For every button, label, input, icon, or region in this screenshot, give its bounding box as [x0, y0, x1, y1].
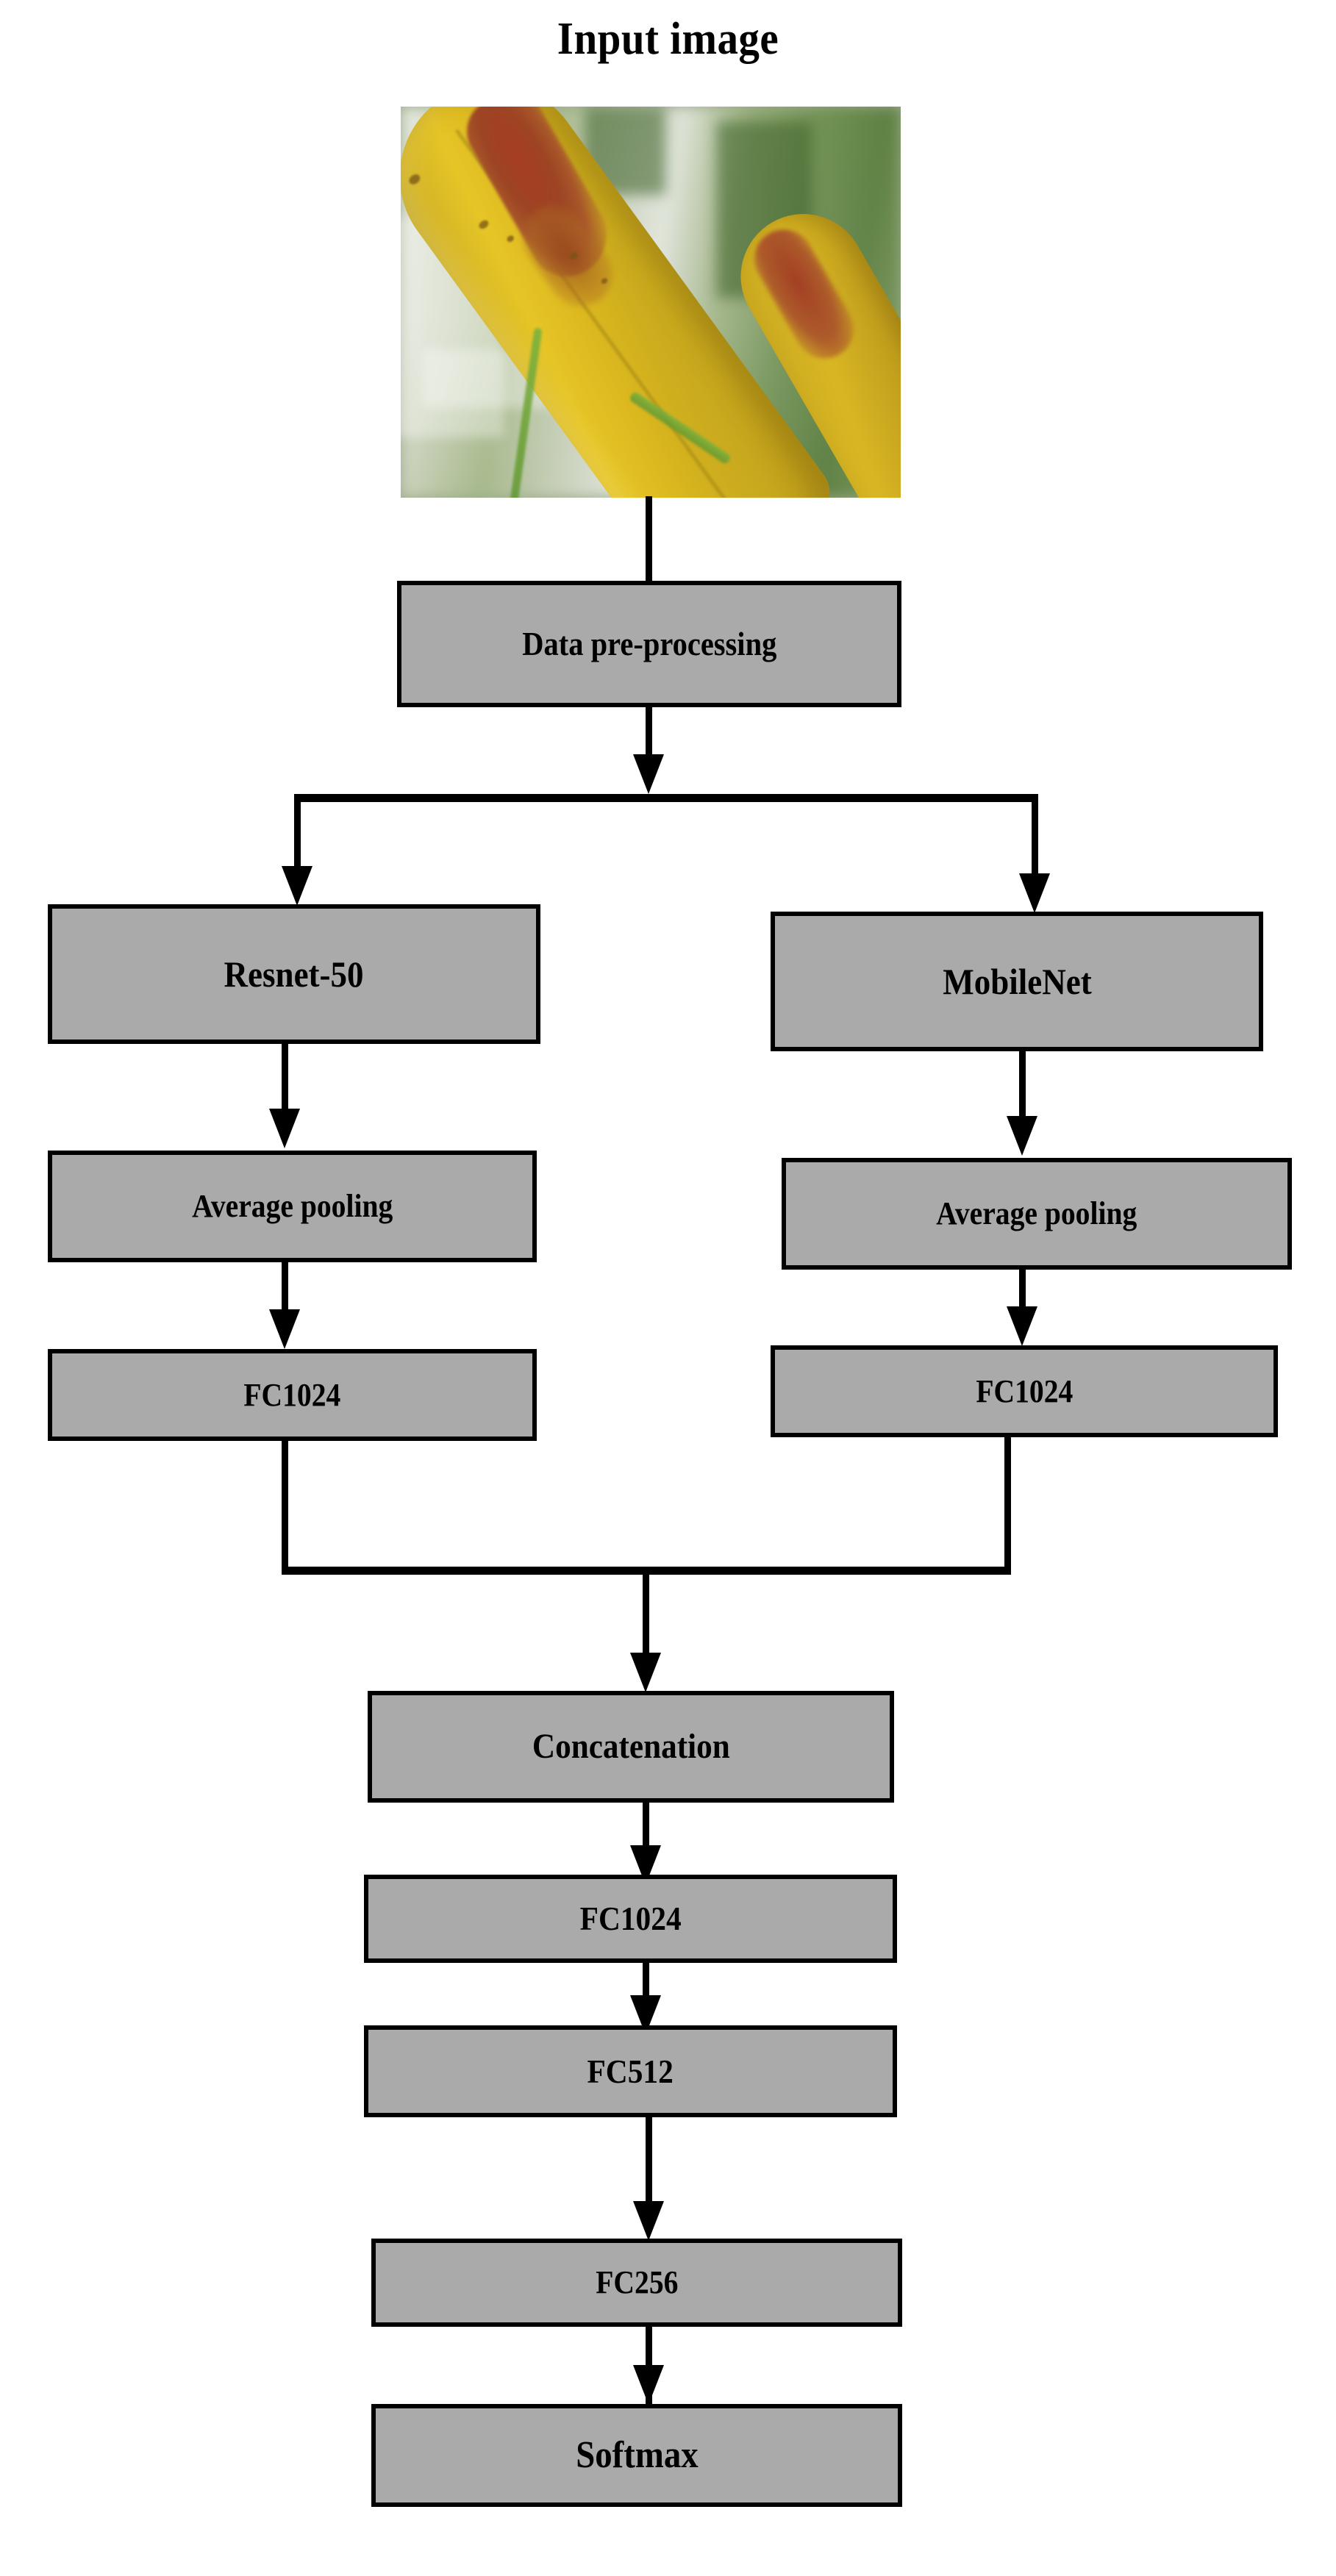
node-data-preprocessing[interactable]: Data pre-processing	[397, 581, 901, 707]
node-label: Average pooling	[191, 1188, 393, 1224]
edge-input-to-preprocess	[646, 496, 652, 581]
node-softmax[interactable]: Softmax	[371, 2404, 902, 2507]
node-fc1024-left[interactable]: FC1024	[48, 1349, 537, 1441]
edge-merge-down	[643, 1567, 649, 1662]
split-bar-backbones	[294, 794, 1038, 802]
arrowhead-to-mobilenet	[1019, 873, 1050, 913]
node-fc1024-right[interactable]: FC1024	[771, 1345, 1278, 1437]
edge-resnet-to-avgpool	[282, 1044, 288, 1112]
node-resnet50[interactable]: Resnet-50	[48, 904, 540, 1044]
edge-mobilenet-to-avgpool	[1019, 1051, 1026, 1119]
arrowhead-avgpool-to-fc1024-left	[269, 1309, 300, 1349]
edge-fc512-to-fc256	[646, 2117, 652, 2207]
node-label: Resnet-50	[224, 954, 364, 995]
node-label: Concatenation	[532, 1727, 730, 1766]
edge-split-right	[1032, 794, 1038, 891]
edge-fc1024-right-down	[1004, 1437, 1011, 1573]
node-label: Average pooling	[936, 1195, 1137, 1231]
node-average-pooling-right[interactable]: Average pooling	[782, 1158, 1292, 1270]
input-image-photo	[401, 107, 901, 498]
node-average-pooling-left[interactable]: Average pooling	[48, 1151, 537, 1262]
node-fc256[interactable]: FC256	[371, 2239, 902, 2327]
node-label: FC1024	[579, 1900, 682, 1937]
page-title: Input image	[557, 14, 779, 64]
arrowhead-fc256-to-softmax	[633, 2365, 664, 2405]
edge-split-left	[294, 794, 301, 884]
edge-concat-to-fc1024	[643, 1803, 649, 1853]
arrowhead-fc512-to-fc256	[633, 2201, 664, 2241]
node-concatenation[interactable]: Concatenation	[368, 1691, 894, 1803]
node-label: FC1024	[243, 1376, 341, 1413]
node-mobilenet[interactable]: MobileNet	[771, 912, 1263, 1051]
arrowhead-resnet-to-avgpool	[269, 1109, 300, 1148]
arrowhead-avgpool-to-fc1024-right	[1007, 1306, 1037, 1346]
edge-avgpool-to-fc1024-right	[1019, 1270, 1026, 1315]
node-label: MobileNet	[942, 961, 1092, 1002]
leaf-spot-5	[407, 172, 422, 187]
node-label: Softmax	[575, 2434, 699, 2476]
node-label: FC256	[595, 2264, 679, 2300]
leaf-spot-2	[505, 234, 515, 244]
leaf-spot-1	[477, 218, 490, 231]
node-fc512[interactable]: FC512	[364, 2025, 897, 2117]
edge-fc1024-left-down	[282, 1441, 288, 1573]
arrowhead-to-concatenation	[630, 1653, 661, 1692]
edge-avgpool-to-fc1024-left	[282, 1262, 288, 1312]
node-fc1024-merged[interactable]: FC1024	[364, 1875, 897, 1963]
arrowhead-preprocess-split	[633, 754, 664, 794]
edge-preprocess-down	[646, 707, 652, 756]
arrowhead-mobilenet-to-avgpool	[1007, 1116, 1037, 1156]
arrowhead-to-resnet50	[282, 866, 312, 906]
node-label: Data pre-processing	[521, 625, 777, 662]
node-label: FC1024	[976, 1373, 1073, 1409]
edge-fc1024-to-fc512	[643, 1963, 649, 2006]
node-label: FC512	[587, 2052, 674, 2090]
